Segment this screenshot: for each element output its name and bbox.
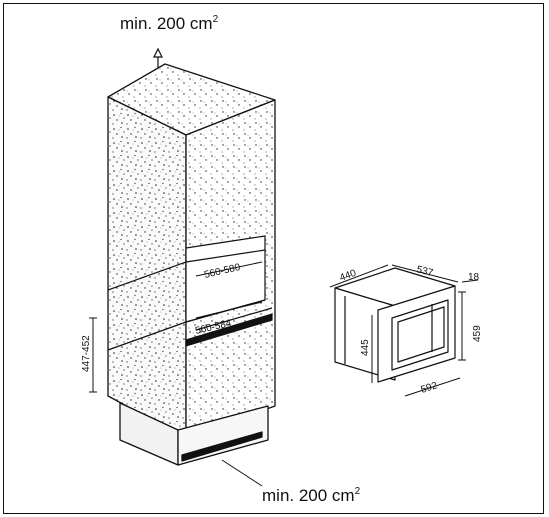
bottom-ventilation-label: min. 200 cm2 bbox=[262, 486, 361, 505]
appliance-width-label: 537 bbox=[415, 264, 434, 279]
bottom-vent-pointer bbox=[221, 459, 263, 487]
niche-height-label: 447-452 bbox=[81, 335, 92, 372]
appliance-body-width-label: 592 bbox=[420, 380, 440, 396]
appliance-offset-label: 18 bbox=[468, 272, 480, 283]
appliance-body-height-label: 445 bbox=[360, 339, 371, 356]
niche-dimensions bbox=[89, 261, 263, 393]
appliance-front-height-label: 459 bbox=[472, 325, 483, 342]
top-ventilation-label: min. 200 cm2 bbox=[120, 14, 219, 33]
cabinet-niche bbox=[107, 235, 273, 351]
tall-cabinet bbox=[107, 63, 276, 466]
appliance-dimensions bbox=[329, 264, 479, 397]
appliance bbox=[334, 267, 456, 383]
